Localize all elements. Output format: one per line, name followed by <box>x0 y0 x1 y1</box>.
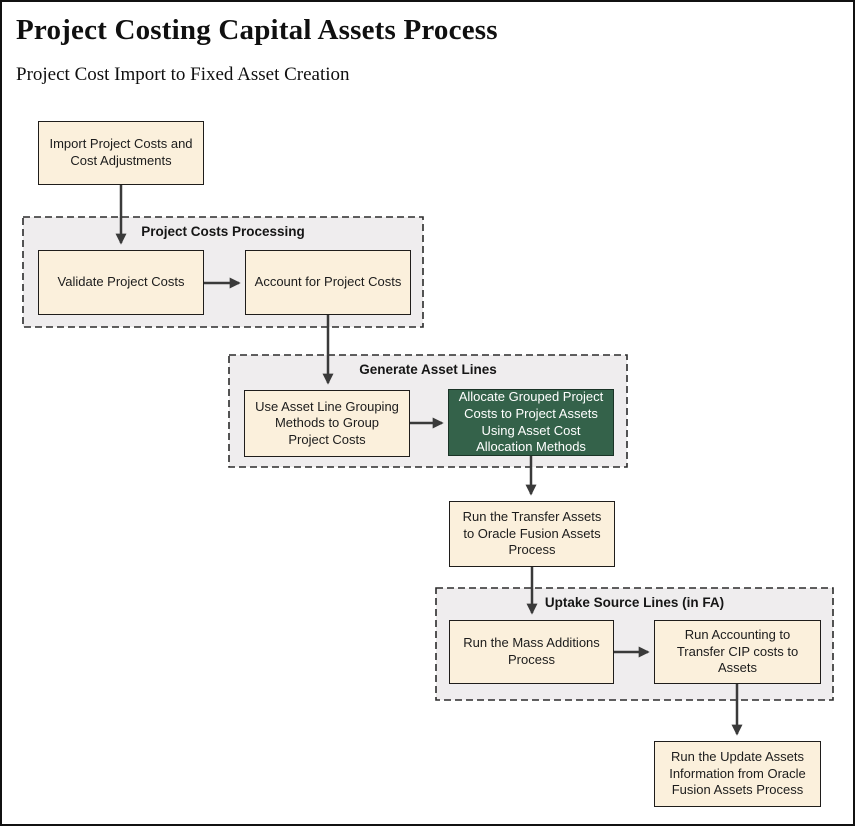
group-label: Generate Asset Lines <box>359 362 497 377</box>
node-run-update-assets: Run the Update Assets Information from O… <box>654 741 821 807</box>
node-run-transfer-assets: Run the Transfer Assets to Oracle Fusion… <box>449 501 615 567</box>
node-run-mass-additions: Run the Mass Additions Process <box>449 620 614 684</box>
node-run-accounting-cip: Run Accounting to Transfer CIP costs to … <box>654 620 821 684</box>
node-allocate-grouped-project-costs: Allocate Grouped Project Costs to Projec… <box>448 389 614 456</box>
page-subtitle: Project Cost Import to Fixed Asset Creat… <box>16 64 350 85</box>
node-use-asset-line-grouping: Use Asset Line Grouping Methods to Group… <box>244 390 410 457</box>
page-title: Project Costing Capital Assets Process <box>16 14 498 46</box>
group-label: Project Costs Processing <box>141 224 305 239</box>
node-account-for-project-costs: Account for Project Costs <box>245 250 411 315</box>
node-import-project-costs: Import Project Costs and Cost Adjustment… <box>38 121 204 185</box>
node-validate-project-costs: Validate Project Costs <box>38 250 204 315</box>
group-label: Uptake Source Lines (in FA) <box>544 595 725 610</box>
